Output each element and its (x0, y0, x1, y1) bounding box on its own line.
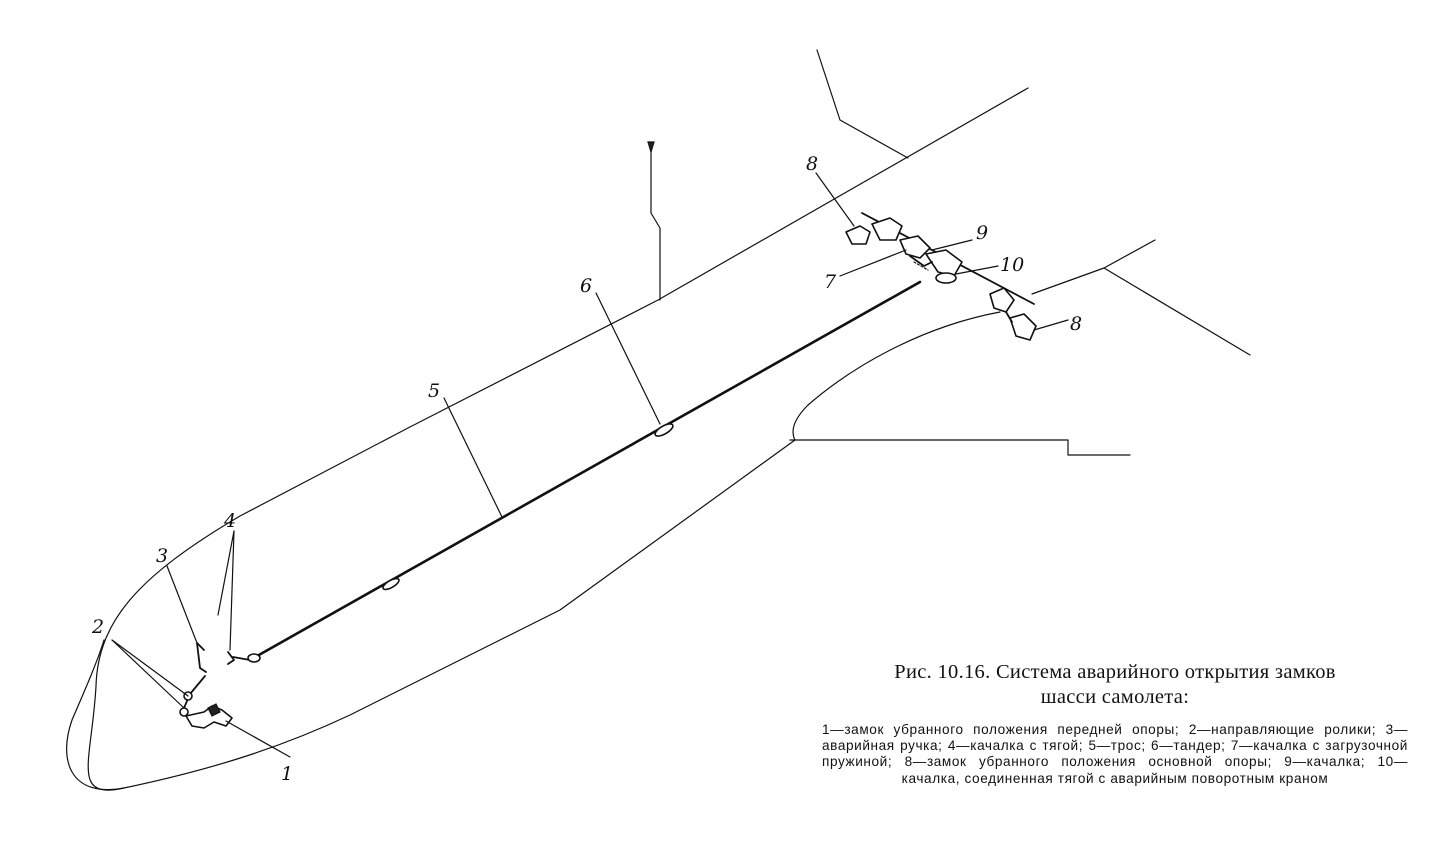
callout-2: 2 (91, 616, 104, 638)
leader-lines (111, 172, 1069, 758)
tandem-6 (654, 423, 674, 437)
callout-numbers: 1 2 3 4 5 6 7 8 8 9 10 (91, 153, 1082, 785)
callout-8-upper: 8 (806, 153, 818, 175)
upper-wing-outline (816, 49, 909, 159)
fin-outline (647, 141, 661, 301)
fuselage-outline (66, 87, 1029, 791)
callout-7: 7 (824, 271, 837, 293)
callout-3: 3 (156, 545, 168, 567)
cable-assembly (232, 280, 922, 663)
main-gear-mechanism (845, 212, 1037, 341)
callout-5: 5 (428, 380, 440, 402)
callout-6: 6 (580, 275, 592, 297)
caption-title-line1: Рис. 10.16. Система аварийного открытия … (894, 661, 1336, 683)
caption-title-line2: шасси самолета: (1040, 686, 1190, 708)
callout-1: 1 (281, 763, 293, 785)
callout-9: 9 (976, 222, 988, 244)
callout-10: 10 (1000, 254, 1024, 276)
front-gear-mechanism (179, 642, 235, 729)
caption-title: Рис. 10.16. Система аварийного открытия … (822, 660, 1408, 710)
figure-caption: Рис. 10.16. Система аварийного открытия … (822, 660, 1408, 787)
tandem-lower (382, 577, 400, 591)
lower-wing-outline (789, 239, 1251, 456)
caption-legend: 1—замок убранного положения передней опо… (822, 722, 1408, 786)
callout-4: 4 (223, 510, 236, 532)
callout-8-lower: 8 (1070, 313, 1082, 335)
